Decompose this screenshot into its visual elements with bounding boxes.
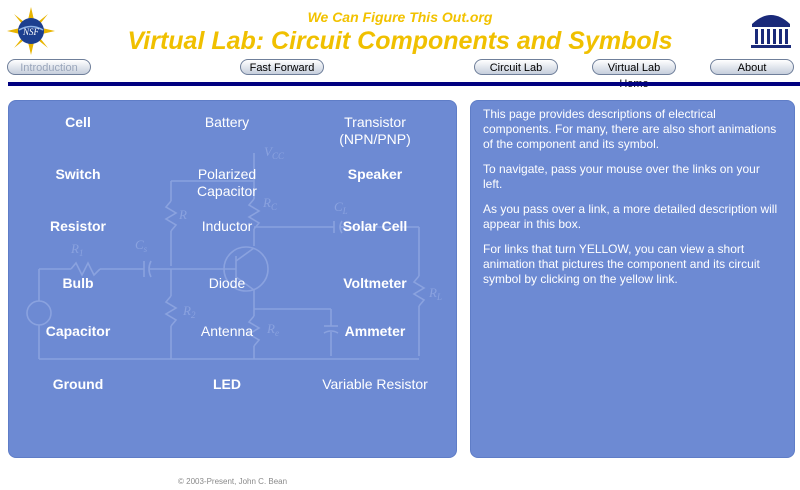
circuit-background: VCC RC R R1 R2 Re Cs CL RL xyxy=(26,144,442,360)
description-paragraph-2: To navigate, pass your mouse over the li… xyxy=(483,162,760,191)
description-paragraph-3: As you pass over a link, a more detailed… xyxy=(483,202,778,231)
inductor-link[interactable]: Inductor xyxy=(201,218,253,234)
description-paragraph-1: This page provides descriptions of elect… xyxy=(483,107,777,151)
description-panel: This page provides descriptions of elect… xyxy=(470,100,795,458)
description-paragraph-4: For links that turn YELLOW, you can view… xyxy=(483,242,760,286)
transistor-link[interactable]: Transistor (NPN/PNP) xyxy=(339,114,411,147)
variable-resistor-link[interactable]: Variable Resistor xyxy=(322,376,428,392)
components-panel: VCC RC R R1 R2 Re Cs CL RL Cell Battery … xyxy=(8,100,457,458)
r-label: R xyxy=(178,207,187,222)
battery-link[interactable]: Battery xyxy=(204,114,250,130)
antenna-link[interactable]: Antenna xyxy=(200,323,254,339)
cell-link[interactable]: Cell xyxy=(65,114,91,130)
speaker-link[interactable]: Speaker xyxy=(347,166,403,182)
ground-link[interactable]: Ground xyxy=(52,376,104,392)
rc-label: RC xyxy=(262,195,278,212)
solar-cell-link[interactable]: Solar Cell xyxy=(342,218,408,234)
circuit-lab-button[interactable]: Circuit Lab xyxy=(474,59,558,75)
university-logo xyxy=(751,15,791,48)
cl-label: CL xyxy=(334,199,348,216)
logo-rays xyxy=(7,7,55,55)
polarized-capacitor-link[interactable]: Polarized Capacitor xyxy=(197,166,257,199)
diode-link[interactable]: Diode xyxy=(208,275,246,291)
r1-label: R1 xyxy=(70,241,83,258)
re-label: Re xyxy=(266,321,279,338)
svg-text:NSF: NSF xyxy=(22,27,40,37)
ammeter-link[interactable]: Ammeter xyxy=(344,323,406,339)
r2-label: R2 xyxy=(182,303,196,320)
voltmeter-link[interactable]: Voltmeter xyxy=(343,275,407,291)
fast-forward-button[interactable]: Fast Forward xyxy=(240,59,324,75)
page-title: Virtual Lab: Circuit Components and Symb… xyxy=(127,27,673,55)
site-tagline[interactable]: We Can Figure This Out.org xyxy=(307,9,493,25)
vcc-label: VCC xyxy=(264,144,285,161)
header-divider xyxy=(8,82,800,86)
capacitor-link[interactable]: Capacitor xyxy=(45,323,111,339)
cs-label: Cs xyxy=(135,237,148,254)
led-link[interactable]: LED xyxy=(213,376,241,392)
about-button[interactable]: About xyxy=(710,59,794,75)
nsf-logo: NSF xyxy=(7,7,55,55)
switch-link[interactable]: Switch xyxy=(55,166,101,182)
copyright-footer: © 2003-Present, John C. Bean xyxy=(178,477,288,486)
virtual-lab-home-button[interactable]: Virtual Lab Home xyxy=(592,59,676,90)
rl-label: RL xyxy=(428,285,442,302)
bulb-link[interactable]: Bulb xyxy=(62,275,94,291)
resistor-link[interactable]: Resistor xyxy=(49,218,107,234)
introduction-button[interactable]: Introduction xyxy=(7,59,91,75)
